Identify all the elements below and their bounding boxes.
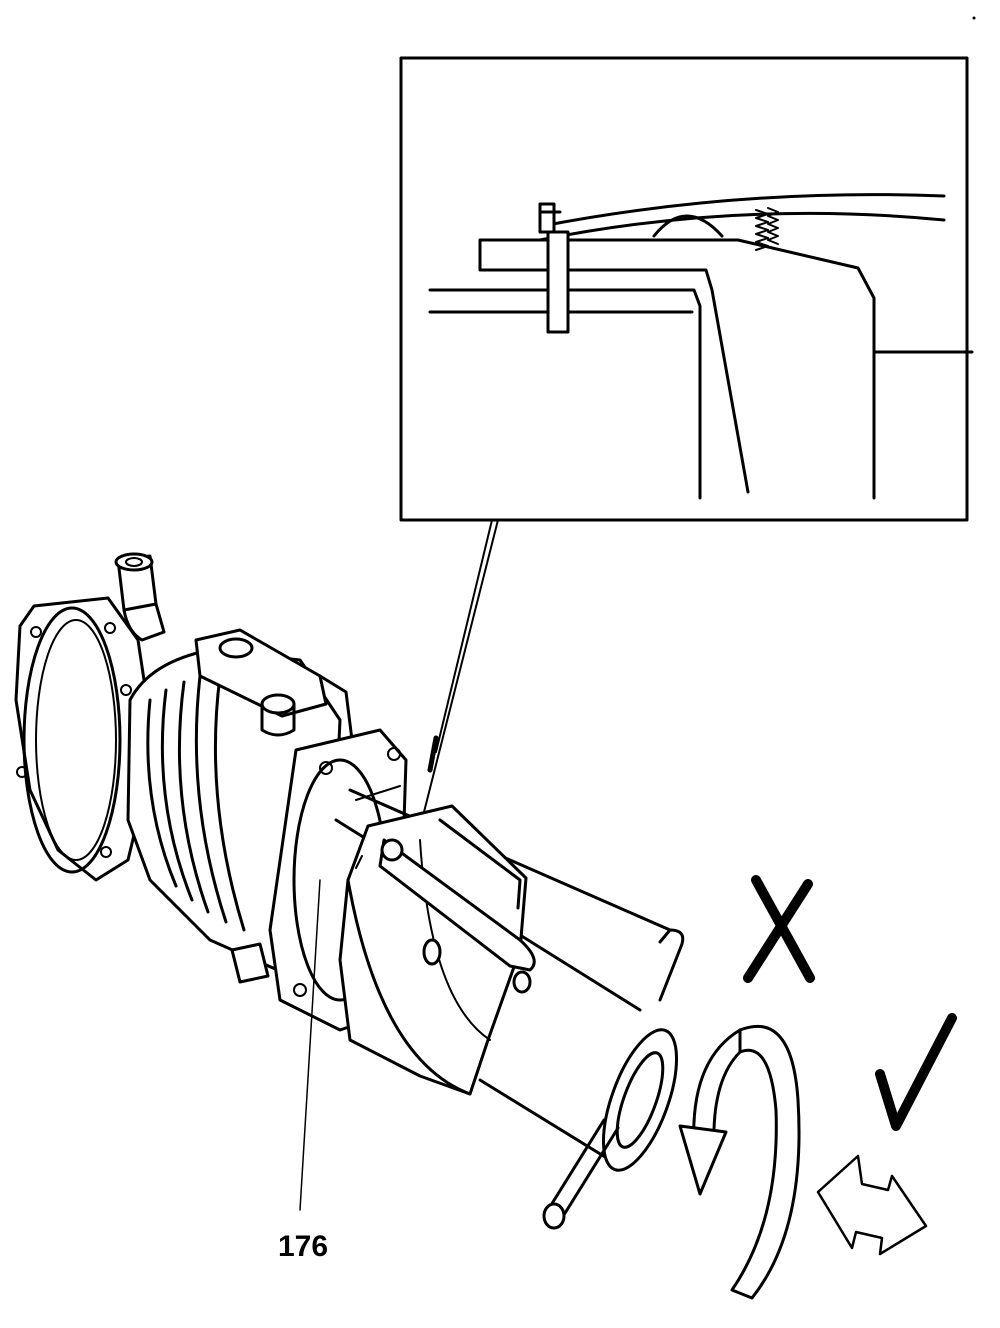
detail-inset (399, 56, 974, 522)
double-headed-arrow-icon (816, 1154, 928, 1256)
coil-spring (755, 207, 779, 251)
curved-rotate-arrow-icon (678, 1024, 801, 1300)
part-number-label: 176 (278, 1230, 328, 1263)
insertion-tool (334, 788, 685, 1230)
part-label-leader (299, 879, 321, 1211)
check-mark-icon (875, 1013, 957, 1131)
x-mark-icon (743, 875, 815, 983)
inset-leader-lines (423, 519, 499, 813)
corner-dot (972, 16, 976, 20)
